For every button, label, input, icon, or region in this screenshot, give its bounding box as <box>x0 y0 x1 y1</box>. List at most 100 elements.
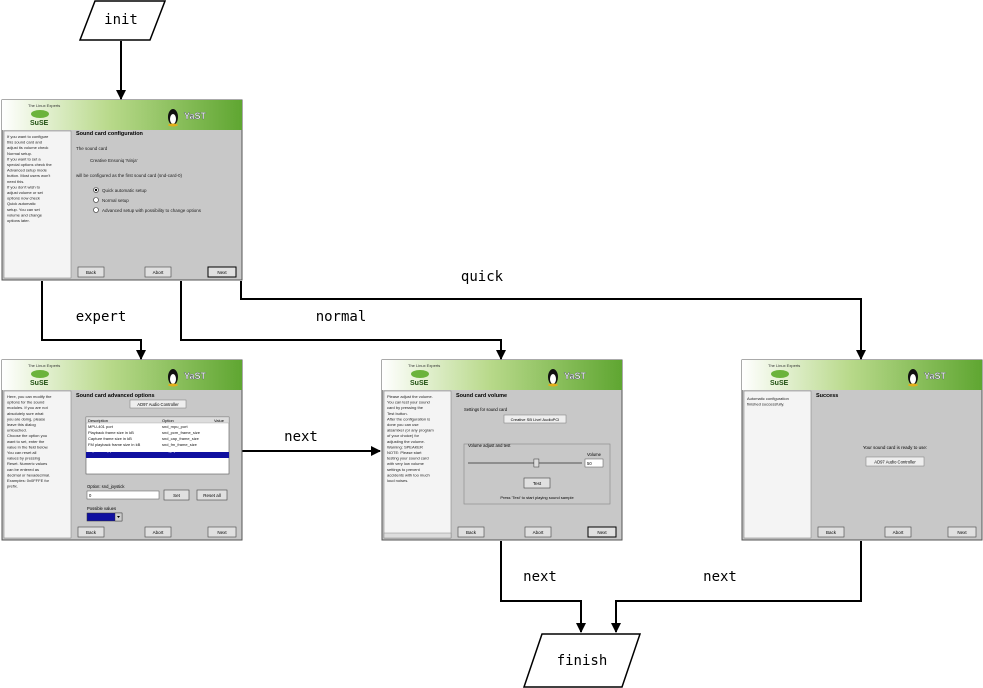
help-line: this sound card and <box>7 140 42 145</box>
penguin-icon <box>168 109 178 127</box>
svg-text:Back: Back <box>826 530 837 535</box>
edge-label-quick: quick <box>461 269 504 285</box>
table-cell: 0 <box>224 448 227 453</box>
help-line: options now check <box>7 196 40 201</box>
next-button[interactable]: Next <box>207 266 237 278</box>
abort-button[interactable]: Abort <box>144 526 172 538</box>
help-line: Test button. <box>387 411 408 416</box>
radio-normal-label: Normal setup <box>102 198 129 203</box>
intro-text: The sound card <box>76 146 108 151</box>
suse-chameleon-icon <box>31 370 49 378</box>
abort-button[interactable]: Abort <box>144 266 172 278</box>
next-button[interactable]: Next <box>207 526 237 538</box>
svg-text:Next: Next <box>957 530 967 535</box>
svg-text:Back: Back <box>466 530 477 535</box>
suse-chameleon-icon <box>771 370 789 378</box>
help-line: NOTE: Please start <box>387 450 422 455</box>
radio-advanced-label: Advanced setup with possibility to chang… <box>102 208 202 213</box>
table-cell: FM playback frame size in kB <box>88 442 141 447</box>
help-line: of your choice) for <box>387 433 420 438</box>
yast-logo: YaST <box>564 371 587 381</box>
possible-values-select[interactable] <box>86 512 123 522</box>
screen-config: The Linux Experts SuSE YaST If you want … <box>1 99 243 281</box>
brand-text: The Linux Experts <box>28 103 60 108</box>
help-line: loud noises. <box>387 478 408 483</box>
table-cell: Joystick support <box>88 448 118 453</box>
back-button[interactable]: Back <box>817 526 845 538</box>
option-value-text: 0 <box>89 493 92 498</box>
suse-logo: SuSE <box>410 380 429 387</box>
help-line: adjusting the volume. <box>387 439 425 444</box>
help-line: untouched. <box>7 428 27 433</box>
penguin-icon <box>168 369 178 387</box>
back-button[interactable]: Back <box>77 266 105 278</box>
volume-spinbox[interactable] <box>584 458 604 468</box>
possible-values-label: Possible values <box>87 506 116 511</box>
option-value-input[interactable] <box>86 490 160 500</box>
card-field <box>865 456 925 467</box>
svg-text:Next: Next <box>597 530 607 535</box>
radio-normal[interactable] <box>93 197 99 203</box>
dialog-title: Success <box>816 393 838 399</box>
yast-logo: YaST <box>184 371 207 381</box>
back-button[interactable]: Back <box>77 526 105 538</box>
brand-text: The Linux Experts <box>768 363 800 368</box>
table-cell: snd_joystick <box>162 448 184 453</box>
help-line: value in the field below. <box>7 444 48 449</box>
help-line: options for the sound <box>7 400 44 405</box>
set-button[interactable]: Set <box>163 489 190 501</box>
edge-volume-finish <box>500 541 586 633</box>
next-button[interactable]: Next <box>947 526 977 538</box>
test-button[interactable]: Test <box>523 477 551 489</box>
radio-advanced[interactable] <box>93 207 99 213</box>
volume-slider-thumb[interactable] <box>533 458 540 468</box>
settings-label: Settings for sound card <box>464 407 508 412</box>
help-line: Here, you can modify the <box>7 394 52 399</box>
svg-text:Set: Set <box>173 493 181 498</box>
finish-node: finish <box>522 633 642 688</box>
help-line: options later. <box>7 218 30 223</box>
card-name: Creative SB Live! AudioPCI <box>511 417 560 422</box>
help-scrollbar[interactable] <box>383 532 452 539</box>
help-line: accidents with too much <box>387 472 430 477</box>
help-line: absolutely sure what <box>7 411 44 416</box>
help-line: button. Most users won't <box>7 173 51 178</box>
help-line: adjust its volume check <box>7 145 48 150</box>
init-label: init <box>104 12 138 28</box>
yast-logo: YaST <box>184 111 207 121</box>
help-line: leave this dialog <box>7 422 36 427</box>
init-node: init <box>78 0 167 41</box>
abort-button[interactable]: Abort <box>524 526 552 538</box>
penguin-icon <box>908 369 918 387</box>
help-text: Please adjust the volume.You can test yo… <box>387 394 434 483</box>
dialog-title: Sound card volume <box>456 393 507 399</box>
help-line: Choose the option you <box>7 433 47 438</box>
help-line: prefix. <box>7 484 18 489</box>
table-cell: snd_pcm_frame_size <box>162 430 201 435</box>
dialog-title: Sound card advanced options <box>76 393 155 399</box>
help-line: values by pressing <box>7 456 40 461</box>
finish-label: finish <box>557 653 608 669</box>
brand-text: The Linux Experts <box>408 363 440 368</box>
device-name: AD97 Audio Controller <box>137 402 179 407</box>
help-panel <box>3 390 72 539</box>
screen-success: The Linux Experts SuSE YaST Automatic co… <box>741 359 983 541</box>
reset-all-button[interactable]: Reset all <box>196 489 228 501</box>
help-line: You can reset all <box>7 450 37 455</box>
svg-text:Next: Next <box>217 270 227 275</box>
help-line: with very low volume <box>387 461 425 466</box>
suse-chameleon-icon <box>411 370 429 378</box>
next-button[interactable]: Next <box>587 526 617 538</box>
abort-button[interactable]: Abort <box>884 526 912 538</box>
edge-expert <box>41 281 146 360</box>
help-line: If you want to configure <box>7 134 49 139</box>
svg-text:Test: Test <box>533 481 542 486</box>
dialog-title: Sound card configuration <box>76 131 144 137</box>
card-field <box>503 414 567 424</box>
table-cell: MPU-401 port <box>88 424 114 429</box>
test-hint: Press 'Test' to start playing sound samp… <box>500 495 574 500</box>
back-button[interactable]: Back <box>457 526 485 538</box>
